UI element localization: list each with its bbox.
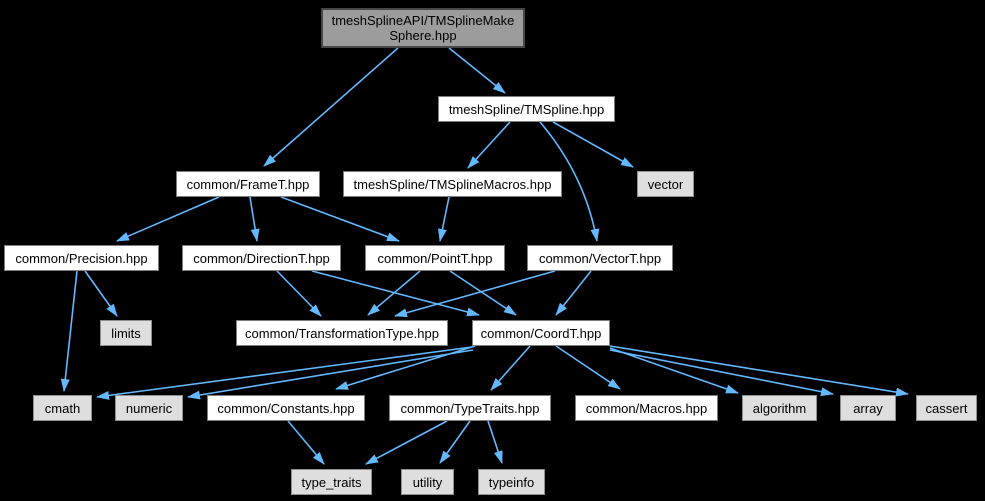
edge-tmspline-to-tmsplinemacros	[467, 121, 511, 169]
graph-node-tmsplinemacros[interactable]: tmeshSpline/TMSplineMacros.hpp	[343, 171, 562, 197]
graph-node-label: vector	[647, 176, 684, 192]
edge-tmspline-to-vector	[552, 121, 634, 168]
graph-node-label: common/PointT.hpp	[377, 250, 493, 266]
graph-node-label: common/TypeTraits.hpp	[400, 400, 540, 416]
edge-coordt-to-constants	[335, 345, 476, 390]
edge-framet-to-precision	[116, 196, 220, 242]
graph-node-label: utility	[412, 474, 443, 490]
graph-node-vectort[interactable]: common/VectorT.hpp	[527, 245, 673, 271]
edge-typetraits-to-typeinfo	[487, 420, 503, 464]
graph-node-label: common/DirectionT.hpp	[193, 250, 330, 266]
graph-node-label: tmeshSpline/TMSpline.hpp	[448, 101, 605, 117]
edge-directiont-to-transformationtype	[276, 270, 322, 317]
graph-node-constants[interactable]: common/Constants.hpp	[207, 395, 365, 421]
edge-tmsplinemacros-to-pointt	[437, 196, 450, 242]
graph-node-label: common/VectorT.hpp	[538, 250, 662, 266]
graph-node-algorithm: algorithm	[742, 395, 817, 421]
edge-pointt-to-transformationtype	[367, 270, 421, 316]
graph-node-label: common/TransformationType.hpp	[245, 325, 439, 341]
graph-node-array: array	[840, 395, 896, 421]
graph-node-label: numeric	[125, 400, 173, 416]
graph-node-typeinfo: typeinfo	[478, 469, 545, 495]
graph-node-macros[interactable]: common/Macros.hpp	[575, 395, 718, 421]
graph-node-numeric: numeric	[115, 395, 183, 421]
edge-vectort-to-transformationtype	[394, 270, 556, 318]
edge-coordt-to-array	[609, 349, 834, 397]
edge-makesphere-to-framet	[263, 47, 399, 167]
edges-group	[60, 47, 909, 465]
graph-node-label: array	[853, 400, 883, 416]
graph-node-cmath: cmath	[33, 395, 92, 421]
graph-node-typetraits[interactable]: common/TypeTraits.hpp	[389, 395, 551, 421]
graph-node-label-line2: Sphere.hpp	[389, 28, 457, 43]
graph-node-label: cassert	[925, 400, 968, 416]
graph-node-tmspline[interactable]: tmeshSpline/TMSpline.hpp	[438, 96, 615, 122]
graph-node-label: cmath	[44, 400, 81, 416]
graph-node-type_traits: type_traits	[291, 469, 372, 495]
edge-framet-to-pointt	[280, 196, 400, 242]
graph-node-vector: vector	[637, 171, 694, 197]
edge-coordt-to-cassert	[609, 345, 909, 397]
edge-precision-to-cmath	[60, 270, 78, 392]
graph-node-label: common/Constants.hpp	[217, 400, 355, 416]
graph-node-transformationtype[interactable]: common/TransformationType.hpp	[236, 320, 448, 346]
edge-precision-to-limits	[84, 270, 118, 317]
graph-node-label: common/FrameT.hpp	[186, 176, 310, 192]
graph-node-label: tmeshSplineAPI/TMSplineMake	[331, 13, 515, 28]
edge-coordt-to-typetraits	[490, 345, 531, 391]
edge-coordt-to-macros	[555, 345, 621, 390]
graph-node-directiont[interactable]: common/DirectionT.hpp	[182, 245, 341, 271]
graph-node-label: limits	[111, 325, 141, 341]
graph-node-cassert: cassert	[916, 395, 977, 421]
graph-node-label: algorithm	[752, 400, 807, 416]
edge-typetraits-to-utility	[439, 420, 471, 464]
graph-node-label: tmeshSpline/TMSplineMacros.hpp	[353, 176, 552, 192]
graph-node-framet[interactable]: common/FrameT.hpp	[176, 171, 320, 197]
edge-typetraits-to-type_traits	[365, 420, 448, 465]
edge-directiont-to-coordt	[311, 270, 480, 317]
graph-node-label: common/Precision.hpp	[15, 250, 148, 266]
graph-node-label: type_traits	[301, 474, 362, 490]
graph-node-label: typeinfo	[488, 474, 535, 490]
graph-node-precision[interactable]: common/Precision.hpp	[4, 245, 159, 271]
edge-makesphere-to-tmspline	[448, 47, 506, 94]
graph-node-pointt[interactable]: common/PointT.hpp	[365, 245, 505, 271]
graph-node-coordt[interactable]: common/CoordT.hpp	[472, 320, 610, 346]
graph-node-utility: utility	[401, 469, 454, 495]
edge-coordt-to-algorithm	[609, 347, 739, 394]
edge-coordt-to-cmath	[96, 346, 473, 400]
edge-constants-to-type_traits	[287, 420, 325, 465]
edge-vectort-to-coordt	[555, 270, 592, 316]
edge-coordt-to-numeric	[187, 349, 474, 400]
edge-pointt-to-coordt	[449, 270, 517, 316]
graph-node-limits: limits	[100, 320, 152, 346]
graph-node-label: common/CoordT.hpp	[480, 325, 602, 341]
edge-framet-to-directiont	[249, 196, 260, 242]
graph-node-label: common/Macros.hpp	[585, 400, 708, 416]
edge-tmspline-to-vectort	[539, 121, 600, 242]
